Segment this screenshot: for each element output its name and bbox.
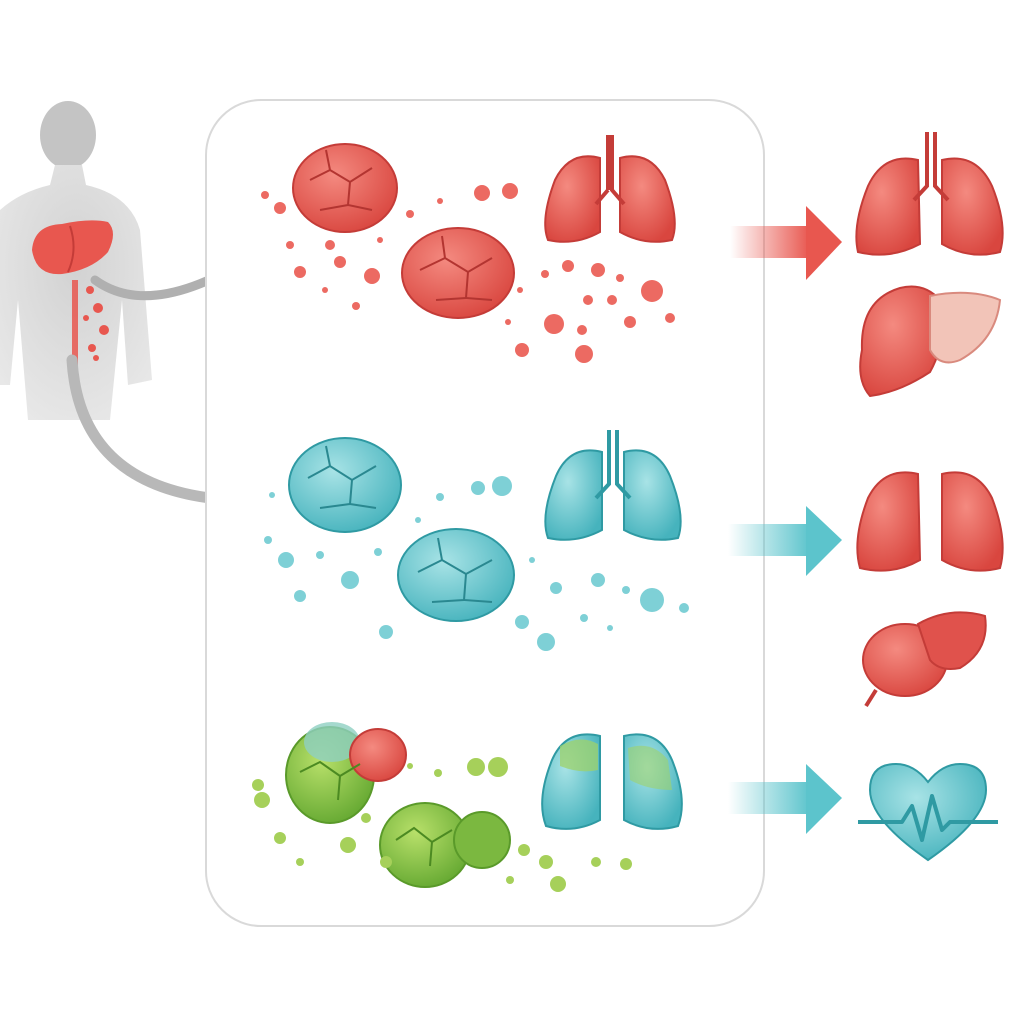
arrow-teal-2 — [728, 764, 842, 834]
tumor-cell-red-medium — [401, 227, 515, 319]
lungs-teal-icon — [544, 430, 682, 541]
tumor-cell-teal-medium — [397, 528, 515, 622]
tumor-cell-teal-large — [288, 437, 402, 533]
droplets-green — [252, 757, 632, 892]
source-liver-icon — [32, 220, 113, 275]
target-liver-red-icon — [859, 285, 1002, 398]
central-panel — [205, 99, 765, 927]
heartbeat-heart-icon — [858, 762, 998, 862]
target-lungs-red-2-icon — [856, 471, 1004, 572]
tumor-cell-green-cluster — [285, 722, 407, 824]
droplets-teal — [264, 476, 689, 651]
target-lungs-red-icon — [855, 132, 1004, 256]
blood-droplets — [83, 286, 109, 361]
lungs-teal-green-icon — [541, 733, 683, 830]
row-green-cells — [252, 722, 683, 892]
row-teal-cells — [264, 430, 689, 651]
vessel — [72, 280, 78, 370]
tumor-cell-red-large — [292, 143, 398, 233]
lungs-red-icon — [544, 135, 676, 243]
row-red-cells — [261, 135, 676, 363]
target-kidney-red-icon — [862, 611, 987, 708]
tumor-cell-green-medium — [379, 802, 511, 888]
arrow-teal-1 — [728, 506, 842, 576]
arrow-red — [730, 206, 842, 280]
droplets-red — [261, 183, 675, 363]
